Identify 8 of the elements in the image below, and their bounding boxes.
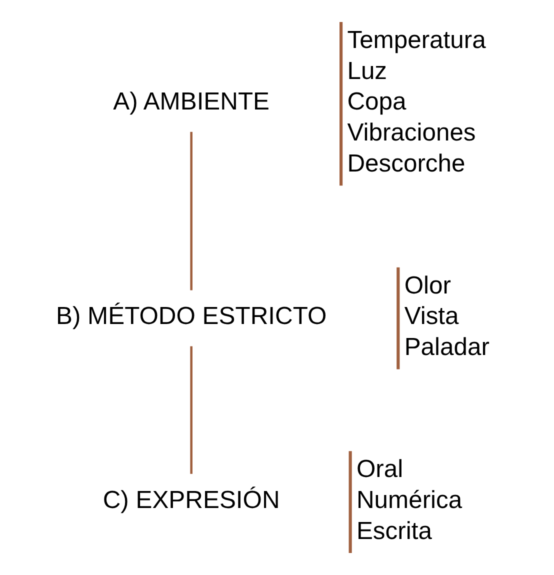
connector	[190, 346, 192, 474]
node-text: A) AMBIENTE	[113, 88, 270, 116]
node-text: Oral Numérica Escrita	[356, 456, 462, 545]
node-text: C) EXPRESIÓN	[102, 486, 280, 514]
node-text: B) MÉTODO ESTRICTO	[56, 303, 327, 330]
node-text: Olor Vista Paladar	[404, 272, 490, 362]
node-text: Temperatura Luz Copa Vibraciones Descorche	[347, 26, 486, 178]
connector	[190, 132, 192, 290]
